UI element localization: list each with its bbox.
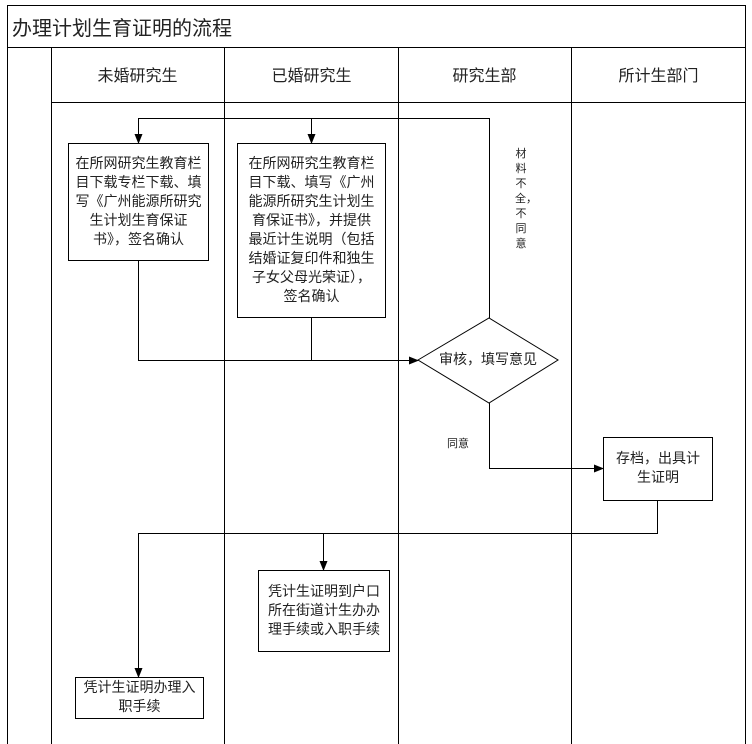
household-text: 凭计生证明到户口 所在街道计生办办 理手续或入职手续 <box>258 570 390 652</box>
review-text: 审核，填写意见 <box>418 318 558 403</box>
text-line: 书》，签名确认 <box>93 231 184 248</box>
text-line: 能源所研究生计划生 <box>248 193 375 210</box>
lane-header-family-planning: 所计生部门 <box>618 66 699 85</box>
text-line: 理手续或入职手续 <box>268 621 380 638</box>
lane-header-graduate-dept: 研究生部 <box>452 66 517 85</box>
text-line: 子女父母光荣证）， <box>252 269 371 286</box>
archive-text: 存档，出具计 生证明 <box>603 437 713 501</box>
text-line: 目下载、填写《广州 <box>248 174 375 191</box>
text-line: 在所网研究生教育栏 <box>75 155 202 172</box>
text-line: 目下载专栏下载、填 <box>75 174 202 191</box>
lane-header-married: 已婚研究生 <box>271 66 352 85</box>
text-line: 职手续 <box>118 699 161 715</box>
review-diamond <box>417 317 559 404</box>
text-line: 最近计生说明（包括 <box>248 231 375 248</box>
reject-arrow <box>134 118 490 318</box>
text-line: 所在街道计生办办 <box>268 602 380 619</box>
approve-label: 同意 <box>447 437 469 450</box>
outer-border <box>7 5 746 744</box>
text-line: 育保证书》，并提供 <box>252 212 371 229</box>
text-line: 凭计生证明到户口 <box>268 583 380 600</box>
text-line: 审核，填写意见 <box>439 352 537 368</box>
text-line: 结婚证复印件和独生 <box>248 250 375 267</box>
entry-text: 凭计生证明办理入 职手续 <box>75 677 204 719</box>
text-line: 存档，出具计 <box>616 451 700 467</box>
text-line: 写《广州能源所研究 <box>75 193 202 210</box>
text-line: 凭计生证明办理入 <box>83 680 196 696</box>
married-download-text: 在所网研究生教育栏 目下载、填写《广州 能源所研究生计划生 育保证书》，并提供 … <box>237 143 386 318</box>
reject-label: 材料不全，不同意 <box>515 147 537 250</box>
submit-arrow <box>138 260 419 365</box>
text-line: 生证明 <box>637 470 679 486</box>
text-line: 签名确认 <box>283 288 340 305</box>
approve-arrow <box>489 403 604 473</box>
text-line: 在所网研究生教育栏 <box>248 155 375 172</box>
text-line: 生计划生育保证 <box>89 212 188 229</box>
unmarried-download-text: 在所网研究生教育栏 目下载专栏下载、填 写《广州能源所研究 生计划生育保证 书》… <box>68 143 209 261</box>
lane-header-unmarried: 未婚研究生 <box>97 66 178 85</box>
page-title: 办理计划生育证明的流程 <box>12 16 232 40</box>
certificate-arrow <box>134 500 658 678</box>
